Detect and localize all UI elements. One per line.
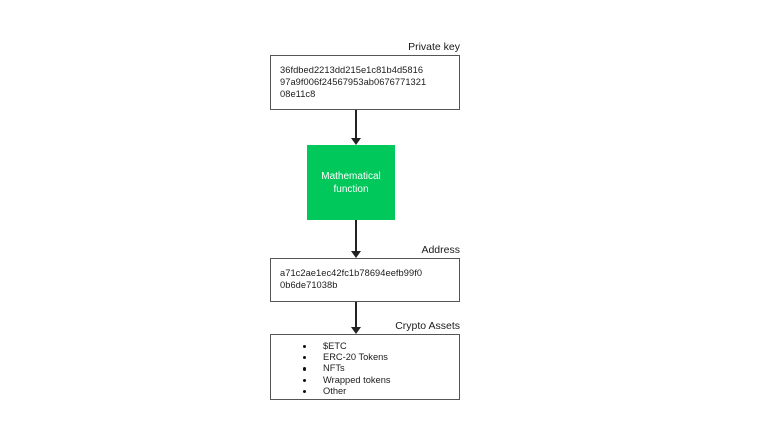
arrow-head-icon [351,138,361,145]
list-item-label: Other [323,385,347,396]
arrow-head-icon [351,327,361,334]
arrow-function-to-address [350,220,362,258]
arrow-shaft [355,110,357,138]
list-item: ERC-20 Tokens [271,352,459,363]
mathematical-function-box: Mathematical function [307,145,395,220]
list-item-label: NFTs [323,363,345,374]
address-line-2: 0b6de71038b [280,280,338,291]
list-item: NFTs [271,363,459,374]
address-value: a71c2ae1ec42fc1b78694eefb99f0 0b6de71038… [280,267,452,291]
list-item: $ETC [271,341,459,352]
list-item-label: Wrapped tokens [323,374,391,385]
list-item: Other [271,386,459,397]
address-label: Address [421,244,460,256]
list-item: Wrapped tokens [271,375,459,386]
bullet-icon [303,389,307,394]
arrow-private-key-to-function [350,110,362,145]
private-key-value: 36fdbed2213dd215e1c81b4d5816 97a9f006f24… [280,64,452,100]
arrow-address-to-crypto-assets [350,302,362,334]
private-key-label: Private key [408,41,460,53]
bullet-icon [303,345,307,349]
list-item-label: $ETC [323,341,347,351]
arrow-shaft [355,302,357,327]
crypto-assets-label: Crypto Assets [395,320,460,332]
bullet-icon [303,367,307,371]
private-key-line-2: 97a9f006f24567953ab0676771321 [280,77,427,88]
private-key-line-3: 08e11c8 [280,89,316,100]
private-key-box: 36fdbed2213dd215e1c81b4d5816 97a9f006f24… [270,55,460,110]
bullet-icon [303,378,307,382]
address-box: a71c2ae1ec42fc1b78694eefb99f0 0b6de71038… [270,258,460,302]
private-key-line-1: 36fdbed2213dd215e1c81b4d5816 [280,65,424,75]
arrow-head-icon [351,251,361,258]
bullet-icon [303,356,307,360]
arrow-shaft [355,220,357,251]
list-item-label: ERC-20 Tokens [323,352,388,363]
address-line-1: a71c2ae1ec42fc1b78694eefb99f0 [280,268,423,278]
mathematical-function-label: Mathematical function [321,170,381,195]
